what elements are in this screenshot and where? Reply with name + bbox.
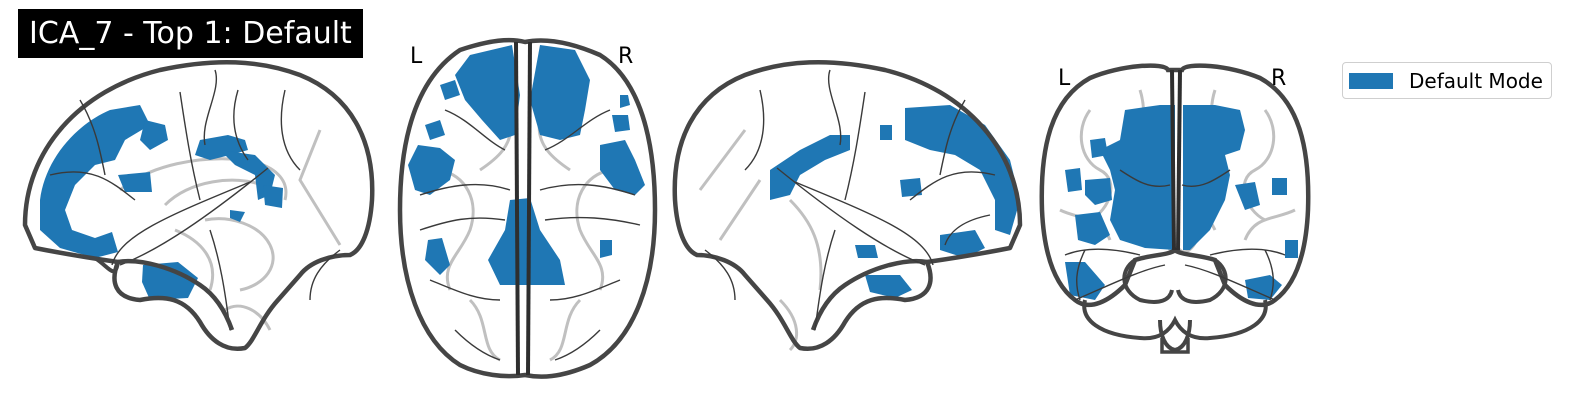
- axial-outline: [397, 37, 658, 379]
- axial-activation: [408, 45, 645, 285]
- sagittal-right-inner-lines: [704, 69, 996, 331]
- figure-title: ICA_7 - Top 1: Default: [18, 9, 363, 58]
- legend: Default Mode: [1342, 62, 1552, 99]
- coronal-left-label: L: [1058, 66, 1071, 91]
- axial-inner-lines: [419, 109, 641, 361]
- coronal-activation: [1065, 105, 1298, 300]
- sagittal-right-sulci: [698, 129, 823, 352]
- legend-label: Default Mode: [1409, 69, 1543, 93]
- sagittal-left-outline: [22, 59, 375, 352]
- sagittal-right-outline: [672, 59, 1023, 352]
- coronal-outline: [1039, 63, 1311, 308]
- coronal-cerebellum: [1082, 299, 1268, 341]
- axial-right-label: R: [618, 44, 634, 69]
- coronal-right-label: R: [1271, 66, 1287, 91]
- coronal-inner-lines: [1064, 169, 1286, 301]
- axial-left-label: L: [410, 44, 423, 69]
- sagittal-left-activation: [40, 105, 283, 300]
- legend-swatch: [1349, 73, 1393, 89]
